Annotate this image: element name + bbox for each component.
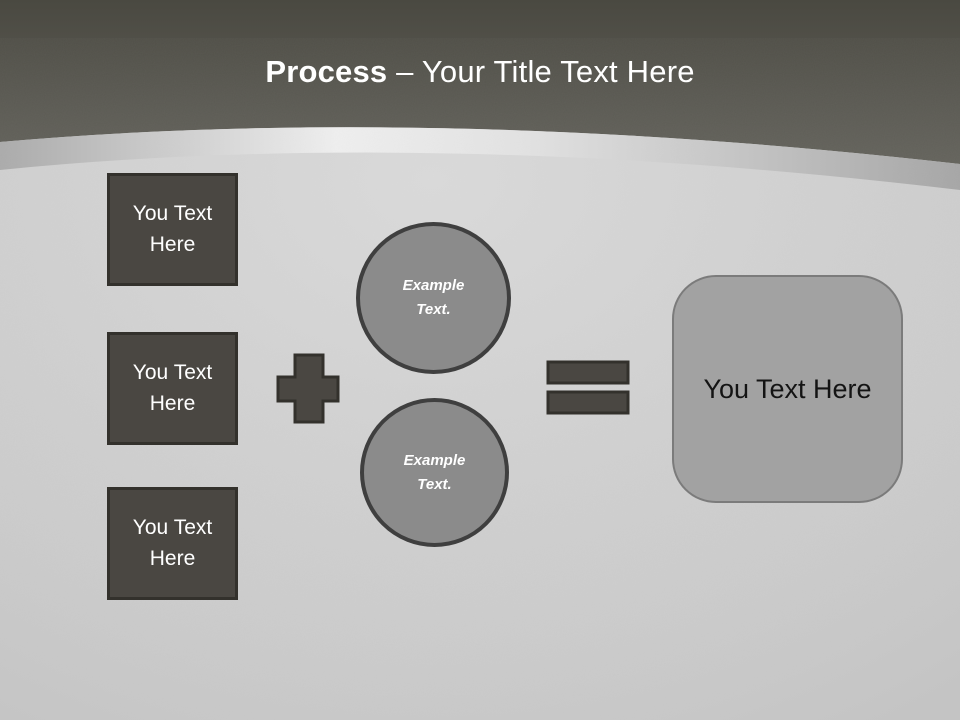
- input-box-1-label: You Text Here: [132, 202, 213, 256]
- example-circle-2-label: Example Text.: [403, 451, 466, 493]
- input-box-3-label: You Text Here: [132, 516, 213, 570]
- input-box-2-label: You Text Here: [132, 361, 213, 415]
- plus-icon: [276, 353, 340, 424]
- slide-title[interactable]: Process – Your Title Text Here: [0, 54, 960, 90]
- example-circle-1[interactable]: Example Text.: [356, 222, 511, 374]
- input-box-2[interactable]: You Text Here: [107, 332, 238, 445]
- example-circle-2[interactable]: Example Text.: [360, 398, 509, 547]
- slide-title-rest: – Your Title Text Here: [387, 54, 695, 89]
- result-box[interactable]: You Text Here: [672, 275, 903, 503]
- example-circle-1-label: Example Text.: [402, 277, 465, 318]
- result-box-label: You Text Here: [703, 373, 872, 404]
- input-box-3[interactable]: You Text Here: [107, 487, 238, 600]
- equals-icon: [546, 360, 630, 415]
- input-box-1[interactable]: You Text Here: [107, 173, 238, 286]
- slide-title-emphasis: Process: [265, 54, 388, 89]
